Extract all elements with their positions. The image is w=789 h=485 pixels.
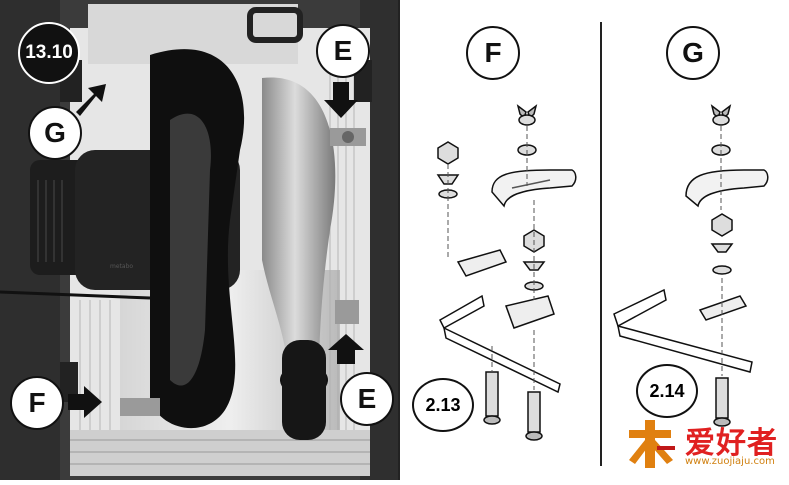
step-number-badge: 13.10 (18, 22, 80, 84)
arrow-e-top-icon (324, 82, 358, 118)
callout-g: G (28, 106, 82, 160)
watermark: 爱好者 www.zuojiaju.com (623, 416, 783, 474)
diagram-label-g: G (666, 26, 720, 80)
part-ref-2-13: 2.13 (412, 378, 474, 432)
callout-e-top: E (316, 24, 370, 78)
arrow-f-icon (68, 386, 102, 418)
photo-panel: metabo 13.10 G E E F (0, 0, 398, 480)
watermark-logo-icon (629, 420, 675, 468)
panel-divider (600, 22, 602, 466)
arrow-g-icon (76, 84, 106, 116)
exploded-parts-drawing (436, 104, 769, 441)
watermark-url: www.zuojiaju.com (685, 456, 775, 467)
diagram-label-f: F (466, 26, 520, 80)
callout-f: F (10, 376, 64, 430)
watermark-text: 爱好者 (685, 426, 778, 461)
arrow-e-bottom-icon (328, 334, 364, 364)
exploded-diagram-panel: F G 2.13 2.14 (398, 0, 789, 480)
brand-label: metabo (110, 263, 133, 270)
callout-e-bottom: E (340, 372, 394, 426)
part-ref-2-14: 2.14 (636, 364, 698, 418)
